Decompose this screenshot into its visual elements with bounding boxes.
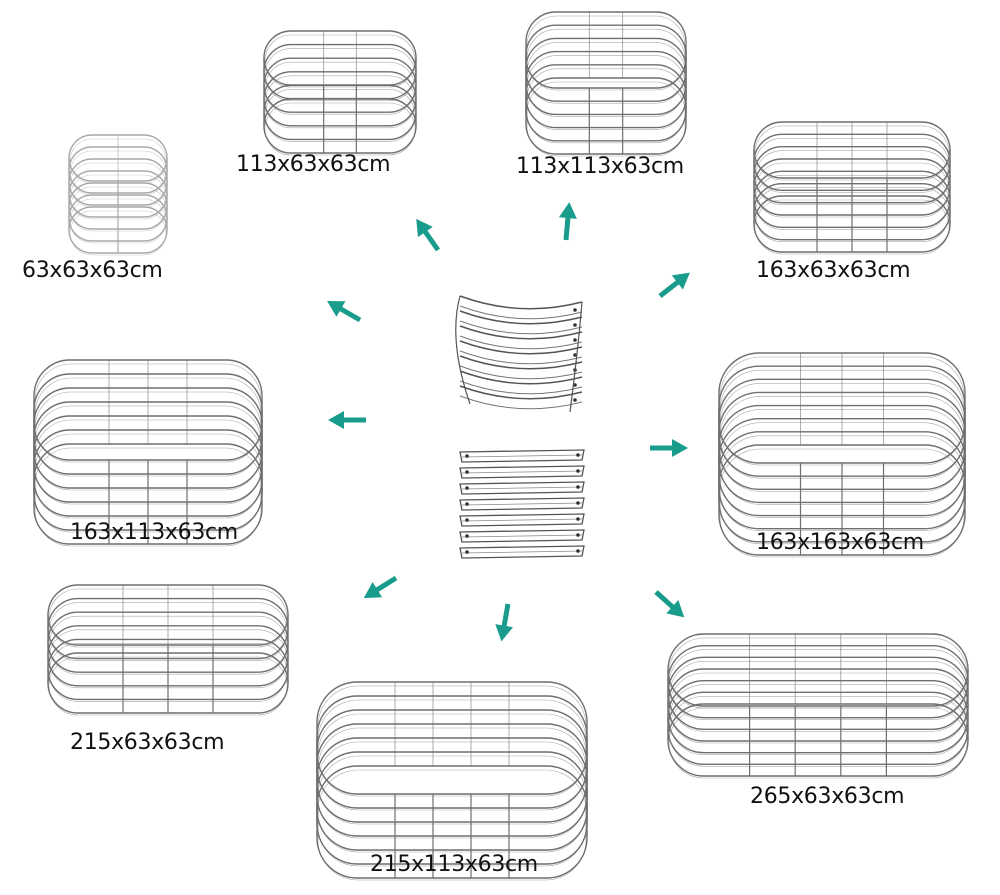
arrow-113x63x63 <box>416 218 441 252</box>
arrow-215x113x63 <box>495 603 514 642</box>
label-265x63x63: 265x63x63cm <box>750 784 905 809</box>
raised-bed-265x63x63 <box>667 633 969 779</box>
label-163x113x63: 163x113x63cm <box>70 520 238 545</box>
arrow-63x63x63 <box>327 301 362 323</box>
label-113x63x63: 113x63x63cm <box>236 152 391 177</box>
raised-bed-113x63x63 <box>263 30 417 156</box>
arrow-113x113x63 <box>558 202 577 241</box>
raised-bed-163x63x63 <box>753 121 951 255</box>
label-63x63x63: 63x63x63cm <box>22 258 163 283</box>
label-113x113x63: 113x113x63cm <box>516 154 684 179</box>
raised-bed-163x163x63 <box>718 352 966 558</box>
straight-panel-stack-icon <box>459 449 585 559</box>
label-163x63x63: 163x63x63cm <box>756 258 911 283</box>
arrow-265x63x63 <box>654 590 685 618</box>
arrow-163x113x63 <box>328 411 366 429</box>
label-215x63x63: 215x63x63cm <box>70 730 225 755</box>
arrow-215x63x63 <box>363 575 398 599</box>
arrow-163x63x63 <box>658 272 690 298</box>
label-215x113x63: 215x113x63cm <box>370 852 538 877</box>
arrow-163x163x63 <box>650 439 688 457</box>
raised-bed-63x63x63 <box>68 134 168 256</box>
raised-bed-215x63x63 <box>47 584 289 716</box>
curved-panel-stack-icon <box>455 295 583 413</box>
raised-bed-113x113x63 <box>525 11 687 157</box>
label-163x163x63: 163x163x63cm <box>756 530 924 555</box>
raised-bed-163x113x63 <box>33 359 263 547</box>
raised-bed-215x113x63 <box>316 681 588 881</box>
